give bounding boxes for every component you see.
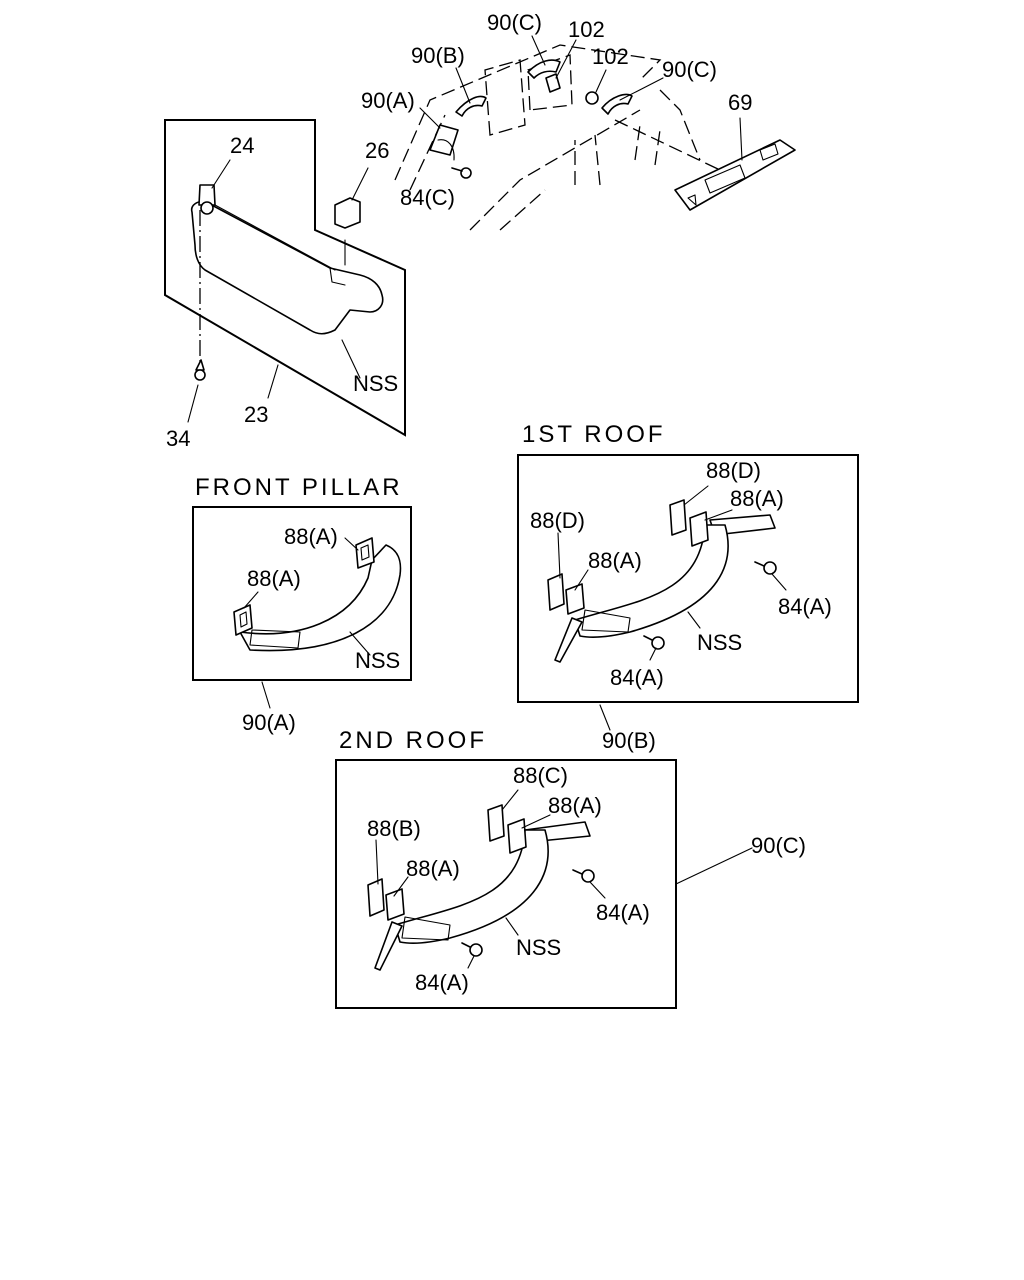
roof-console-69 [674,139,796,211]
label-26: 26 [365,138,389,163]
grab-handle-90a-top [429,124,459,161]
label-90a-top: 90(A) [361,88,415,113]
label-r1-88d-1: 88(D) [706,458,761,483]
label-r2-90c: 90(C) [751,833,806,858]
label-69: 69 [728,90,752,115]
label-r2-84a-1: 84(A) [596,900,650,925]
label-r1-88a-2: 88(A) [588,548,642,573]
label-84c: 84(C) [400,185,455,210]
label-102-a: 102 [568,17,605,42]
label-r2-88b: 88(B) [367,816,421,841]
clip-102-b [585,91,599,105]
labels-first-roof: 1ST ROOF 88(D) 88(A) 88(D) 88(A) 84(A) N… [522,421,832,753]
second-roof-title: 2ND ROOF [339,727,487,754]
labels-top: 90(C) 102 102 90(C) 90(B) 90(A) 69 24 26… [166,10,752,451]
first-roof-title: 1ST ROOF [522,421,666,448]
label-r1-84a-1: 84(A) [778,594,832,619]
label-90b-top: 90(B) [411,43,465,68]
label-90c-top: 90(C) [487,10,542,35]
clip-102-a [545,73,561,93]
label-r2-88a-1: 88(A) [548,793,602,818]
front-pillar-title: FRONT PILLAR [195,474,403,501]
labels-second-roof: 2ND ROOF 88(C) 88(A) 88(B) 88(A) 84(A) N… [339,727,806,995]
second-roof-box [335,759,753,1009]
label-fp-88a-1: 88(A) [284,524,338,549]
label-90c-right: 90(C) [662,57,717,82]
label-r1-84a-2: 84(A) [610,665,664,690]
label-fp-88a-2: 88(A) [247,566,301,591]
leader-lines-top [419,35,743,161]
label-fp-nss: NSS [355,648,400,673]
label-r1-88d-2: 88(D) [530,508,585,533]
front-pillar-box [192,506,412,709]
label-r1-88a-1: 88(A) [730,486,784,511]
first-roof-box [517,454,859,731]
label-fp-90a: 90(A) [242,710,296,735]
grab-handle-90b-top [455,95,487,117]
label-23: 23 [244,402,268,427]
label-r2-88a-2: 88(A) [406,856,460,881]
label-r2-88c: 88(C) [513,763,568,788]
label-r1-nss: NSS [697,630,742,655]
grab-handle-90c-right [601,93,633,115]
label-r2-84a-2: 84(A) [415,970,469,995]
label-r2-nss: NSS [516,935,561,960]
label-34: 34 [166,426,190,451]
label-nss-visor: NSS [353,371,398,396]
label-102-b: 102 [592,44,629,69]
labels-front-pillar: FRONT PILLAR 88(A) 88(A) NSS 90(A) [195,474,403,735]
label-24: 24 [230,133,254,158]
sun-visor-assembly [164,119,406,437]
screw-84c [451,167,472,179]
label-r1-90b: 90(B) [602,728,656,753]
leader-lines-visor [187,159,369,423]
grab-handle-90c-top [527,59,561,79]
